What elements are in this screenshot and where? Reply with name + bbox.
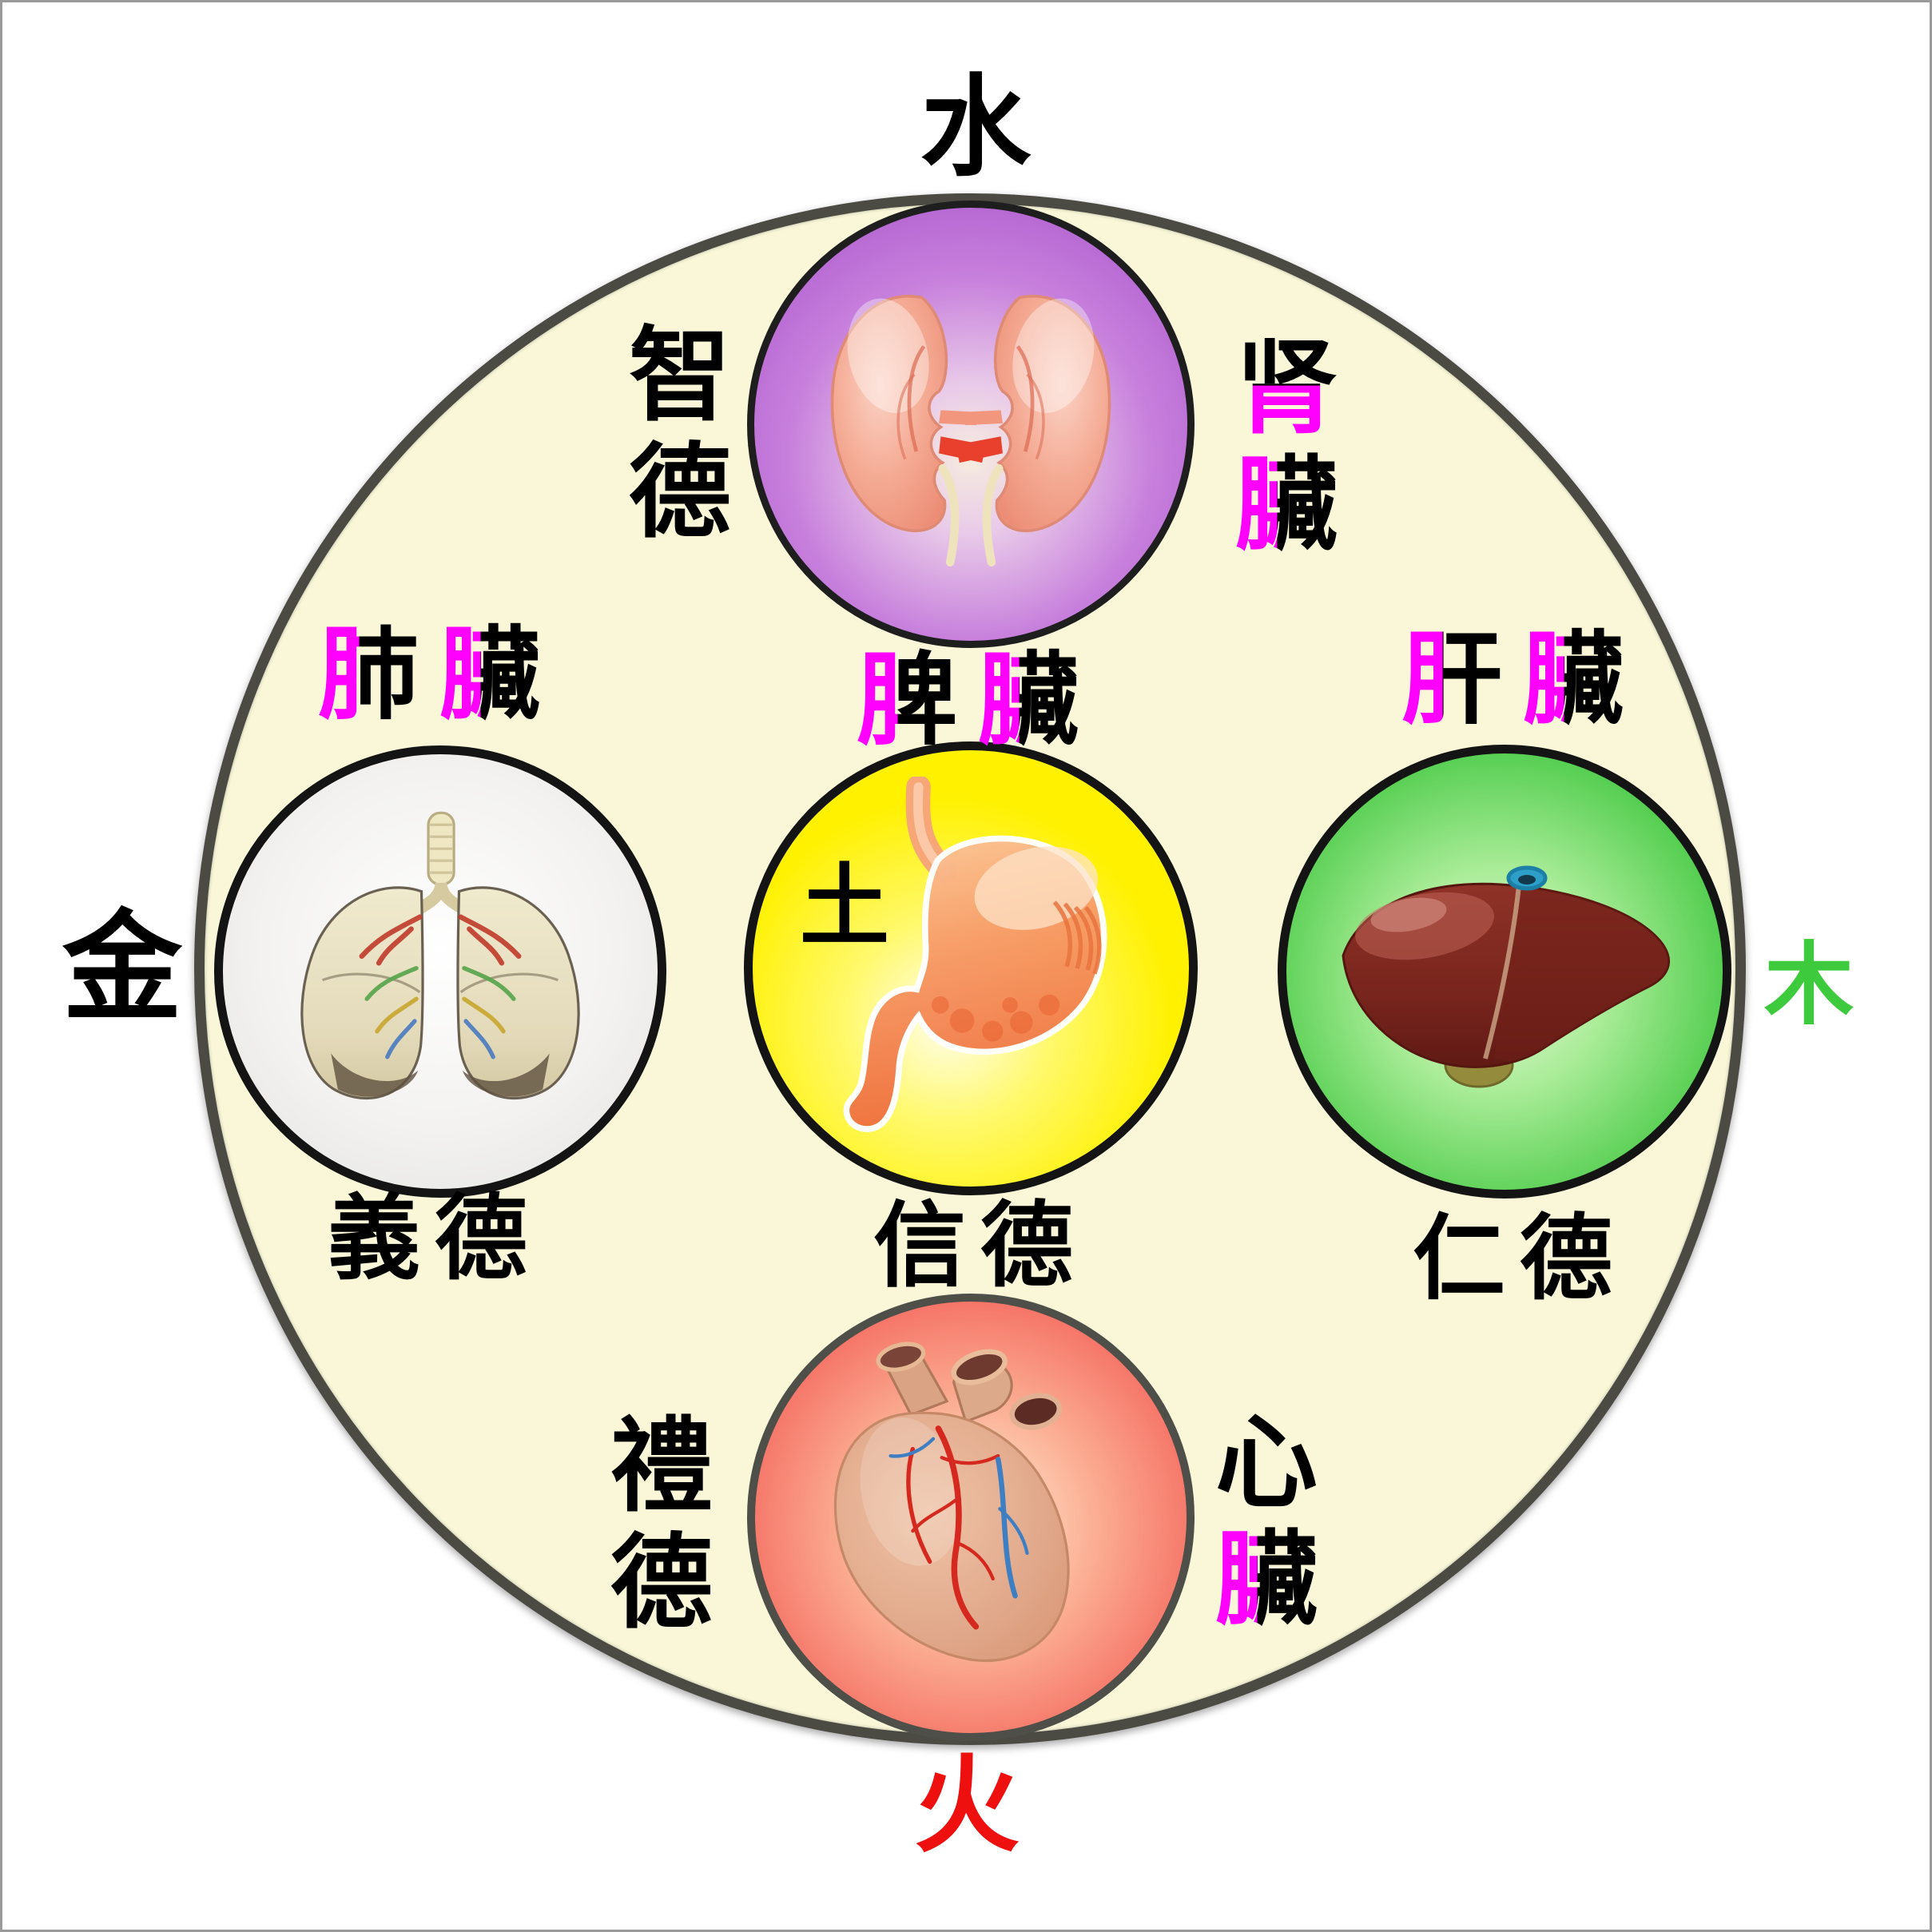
- heart-image: [833, 1342, 1070, 1663]
- virtue-label-wisdom: 智 德: [628, 319, 732, 550]
- organ-label-spleen: 脾臟: [857, 650, 1079, 751]
- virtue-label-righteousness: 義德: [328, 1187, 542, 1290]
- kidney-circle: [747, 201, 1195, 648]
- element-label-wood: 木: [1764, 935, 1854, 1035]
- organ-label-liver: 肝臟: [1401, 630, 1624, 730]
- element-label-fire: 火: [914, 1747, 1020, 1864]
- virtue-label-benevolence: 仁德: [1413, 1207, 1627, 1310]
- lung-zang-char: 臟: [439, 618, 540, 731]
- liver-zang-char: 臟: [1523, 623, 1624, 736]
- liver-circle: [1278, 745, 1731, 1199]
- kidneys-image: [830, 295, 1111, 566]
- heart-circle: [747, 1294, 1195, 1741]
- kidney-char: 肾: [1234, 332, 1338, 447]
- spleen-char: 脾: [857, 644, 957, 757]
- liver-char: 肝: [1401, 623, 1502, 736]
- kidney-zang-char: 臟: [1234, 448, 1338, 563]
- heart-zang-char: 臟: [1214, 1523, 1318, 1637]
- lungs-image: [300, 811, 580, 1100]
- virtue-label-propriety: 禮 德: [610, 1409, 714, 1640]
- spleen-zang-char: 臟: [978, 644, 1079, 757]
- liver-image: [1342, 865, 1670, 1088]
- organ-label-kidney: 肾 臟: [1235, 331, 1338, 564]
- element-label-earth: 土: [800, 857, 889, 956]
- virtue-label-faith: 信德: [873, 1194, 1087, 1298]
- stomach-image: [843, 777, 1107, 1132]
- lung-circle: [214, 745, 666, 1198]
- spleen-circle: [744, 741, 1198, 1195]
- organ-label-lung: 肺臟: [318, 625, 540, 725]
- element-label-water: 水: [920, 66, 1032, 189]
- lung-char: 肺: [318, 618, 419, 731]
- organ-label-heart: 心 臟: [1215, 1405, 1318, 1639]
- heart-char: 心: [1214, 1406, 1318, 1521]
- element-label-metal: 金: [62, 900, 183, 1035]
